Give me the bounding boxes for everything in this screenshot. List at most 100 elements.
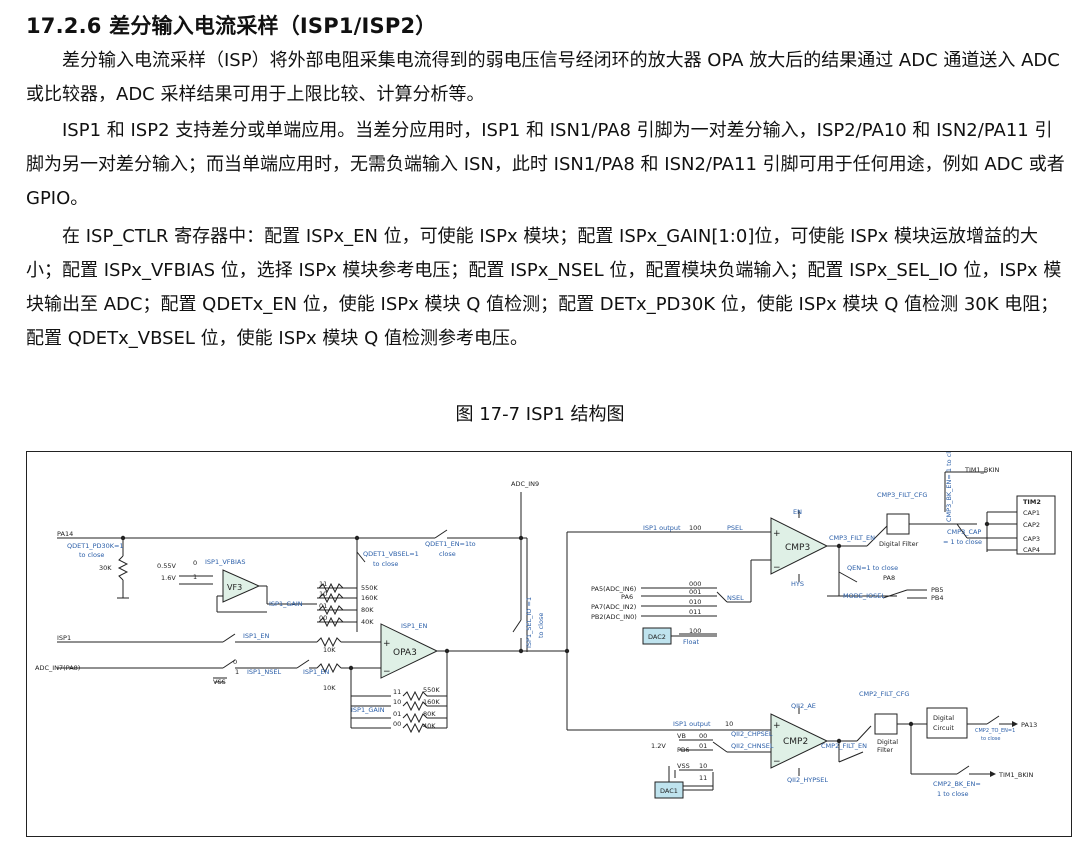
- label-cmp2-plus: +: [773, 721, 781, 731]
- label-digital-filter-2b: Filter: [877, 746, 893, 754]
- label-c00: 00: [699, 732, 707, 740]
- label-fb-550k: 550K: [423, 686, 440, 694]
- label-pa6: PA6: [621, 593, 633, 601]
- label-isp1-nsel: ISP1_NSEL: [247, 668, 281, 676]
- label-opa-plus: +: [383, 639, 391, 649]
- label-cmp3-en: EN: [793, 508, 802, 516]
- label-cmp3-filt-cfg: CMP3_FILT_CFG: [877, 491, 927, 499]
- label-cmp2-minus: −: [773, 757, 781, 767]
- label-gain-00: 00: [319, 614, 327, 622]
- isp1-structure-diagram: PA14 QDET1_PD30K=1 to close 30K 0.55V 1.…: [26, 441, 1072, 837]
- label-vb: VB: [677, 732, 686, 740]
- label-c01: 01: [699, 742, 707, 750]
- label-float: Float: [683, 638, 700, 646]
- label-isp1: ISP1: [57, 634, 71, 642]
- label-isp1-vfbias: ISP1_VFBIAS: [205, 558, 245, 566]
- label-pb4: PB4: [931, 594, 944, 602]
- label-tim2: TIM2: [1023, 498, 1041, 506]
- label-pb6: PB6: [677, 746, 690, 754]
- label-vf-bit1: 1: [193, 573, 197, 581]
- label-opa3: OPA3: [393, 648, 417, 658]
- label-10k-b: 10K: [323, 684, 336, 692]
- label-qii2-hypsel: QII2_HYPSEL: [787, 776, 828, 784]
- label-c011: 011: [689, 608, 701, 616]
- label-fb-01: 01: [393, 710, 401, 718]
- label-sel-io: ISP1_SEL_IO =1: [525, 597, 533, 648]
- label-c10: 10: [699, 762, 707, 770]
- label-isp1-gain-top: ISP1_GAIN: [269, 600, 303, 608]
- label-12v: 1.2V: [651, 742, 666, 750]
- paragraph-3: 在 ISP_CTLR 寄存器中：配置 ISPx_EN 位，可使能 ISPx 模块…: [26, 226, 1062, 349]
- label-qdet-en: QDET1_EN=1to: [425, 540, 476, 548]
- label-cmp2-bk-close: 1 to close: [937, 790, 969, 798]
- label-cmp3-cap: CMP3_CAP: [947, 528, 981, 536]
- label-nsel: NSEL: [727, 594, 744, 602]
- label-adc-in9: ADC_IN9: [511, 480, 539, 488]
- label-c11: 11: [699, 774, 707, 782]
- label-qdet-vbsel: QDET1_VBSEL=1: [363, 550, 419, 558]
- label-qii2-ae: QII2_AE: [791, 702, 816, 710]
- label-cmp3-filt-en: CMP3_FILT_EN: [829, 534, 875, 542]
- label-16v: 1.6V: [161, 574, 176, 582]
- label-30k: 30K: [99, 564, 112, 572]
- label-dac2: DAC2: [648, 633, 666, 641]
- label-isp1-output-top: ISP1 output: [643, 524, 681, 532]
- label-qen: QEN=1 to close: [847, 564, 898, 572]
- diagram-svg: PA14 QDET1_PD30K=1 to close 30K 0.55V 1.…: [35, 441, 1056, 799]
- label-cmp3-minus: −: [773, 563, 781, 573]
- label-isp1-en-opa: ISP1_EN: [401, 622, 427, 630]
- label-cap3: CAP3: [1023, 535, 1040, 543]
- label-cmp2-bk-en: CMP2_BK_EN=: [933, 780, 981, 788]
- label-80k: 80K: [361, 606, 374, 614]
- label-tim1-bkin-top: TIM1_BKIN: [964, 466, 1000, 474]
- label-fb-40k: 40K: [423, 722, 436, 730]
- label-pa8: PA8: [883, 574, 895, 582]
- label-psel: PSEL: [727, 524, 743, 532]
- label-pa7: PA7(ADC_IN2): [591, 603, 636, 611]
- label-vf3: VF3: [227, 583, 242, 592]
- label-tim1-bkin-bottom: TIM1_BKIN: [998, 771, 1034, 779]
- label-40k: 40K: [361, 618, 374, 626]
- label-code-10: 10: [725, 720, 733, 728]
- paragraph-1: 差分输入电流采样（ISP）将外部电阻采集电流得到的弱电压信号经闭环的放大器 OP…: [26, 50, 1060, 105]
- label-550k: 550K: [361, 584, 378, 592]
- label-160k: 160K: [361, 594, 378, 602]
- label-nsel-bit0: 0: [233, 658, 237, 666]
- label-pd30k-close: to close: [79, 551, 104, 559]
- label-digital-circuit-b: Circuit: [933, 724, 954, 732]
- label-pa13: PA13: [1021, 721, 1037, 729]
- label-pa14: PA14: [57, 530, 73, 538]
- label-mode-iosel: MODE_IOSEL: [843, 592, 885, 600]
- label-cmp3-hys: HYS: [791, 580, 804, 588]
- section-heading: 17.2.6 差分输入电流采样（ISP1/ISP2）: [26, 14, 437, 38]
- label-sel-io-close: to close: [537, 613, 545, 638]
- label-pb2: PB2(ADC_IN0): [591, 613, 637, 621]
- label-cmp2-to-en-close: to close: [981, 736, 1001, 742]
- label-qii2-chnsel: QII2_CHNSEL: [731, 742, 774, 750]
- label-fb-10: 10: [393, 698, 401, 706]
- label-cmp2: CMP2: [783, 737, 808, 747]
- paragraph-2: ISP1 和 ISP2 支持差分或单端应用。当差分应用时，ISP1 和 ISN1…: [26, 120, 1065, 209]
- label-digital-filter-2a: Digital: [877, 738, 898, 746]
- label-qdet-en-close: close: [439, 550, 456, 558]
- label-digital-circuit-a: Digital: [933, 714, 954, 722]
- label-isp1-output-bottom: ISP1 output: [673, 720, 711, 728]
- label-vf-bit0: 0: [193, 559, 197, 567]
- label-isp1-en-n: ISP1_EN: [303, 668, 329, 676]
- label-cmp2-to-en: CMP2_TO_EN=1: [975, 728, 1015, 734]
- label-c000: 000: [689, 580, 701, 588]
- label-vbsel-close: to close: [373, 560, 398, 568]
- label-fb-11: 11: [393, 688, 401, 696]
- label-digital-filter-3: Digital Filter: [879, 540, 919, 548]
- label-c010: 010: [689, 598, 701, 606]
- label-fb-160k: 160K: [423, 698, 440, 706]
- label-fb-00: 00: [393, 720, 401, 728]
- label-isp1-en-in: ISP1_EN: [243, 632, 269, 640]
- label-dac1: DAC1: [660, 787, 678, 795]
- label-cmp3-plus: +: [773, 529, 781, 539]
- label-cmp3-cap-close: = 1 to close: [943, 538, 982, 546]
- label-cmp3: CMP3: [785, 543, 810, 553]
- label-gain-11: 11: [319, 580, 327, 588]
- label-qdet-pd30k: QDET1_PD30K=1: [67, 542, 124, 550]
- label-nsel-bit1: 1: [235, 668, 239, 676]
